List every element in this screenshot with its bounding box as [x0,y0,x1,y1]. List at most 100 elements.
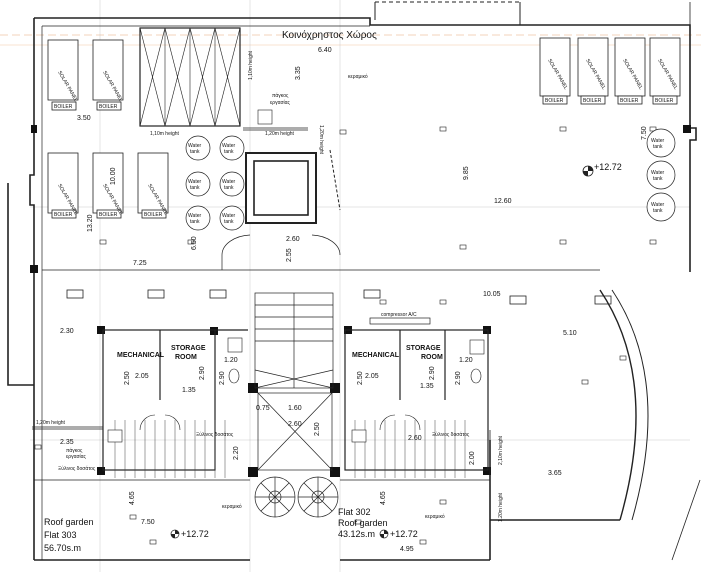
dim-365: 3.65 [548,470,562,477]
tank-work-left-2: εργασίας [66,454,87,460]
dim-465a: 4.65 [129,491,136,505]
dim-335: 3.35 [295,66,302,80]
water-tank-label-3a: Water [188,179,201,185]
height-120-top: 1,20m height [265,131,295,137]
slats [114,420,466,478]
height-110: 1,10m height [150,131,180,137]
dim-160: 1.60 [288,405,302,412]
tank-work-left-1: πάγκος [66,447,83,454]
dim-290d: 2.90 [455,371,462,385]
railing [32,127,491,560]
wc-fixtures [107,109,485,443]
water-tank-label-6b: tank [224,219,234,225]
common-area-label: Κοινόχρηστος Χώρος [282,29,377,41]
boiler-6: BOILER [545,98,564,104]
level-302-text: +12.72 [390,529,418,539]
dim-510: 5.10 [563,330,577,337]
spiral-stairs [254,476,339,518]
flat302-name: Flat 302 [338,507,371,517]
dim-075: 0.75 [256,405,270,412]
water-tank-label-7a: Water [651,138,664,144]
room-storage-right-1: STORAGE [406,345,441,352]
water-tank-label-2b: tank [224,149,234,155]
dim-1260: 12.60 [494,198,512,205]
room-storage-left-1: STORAGE [171,345,206,352]
water-tank-label-7b: tank [653,144,663,150]
dim-120a: 1.20 [224,357,238,364]
dim-250b: 2.50 [357,371,364,385]
dim-1005: 10.05 [483,291,501,298]
dim-205a: 2.05 [135,373,149,380]
wood-frame-right: Ξύλινος δοσάτος [432,431,470,438]
water-tank-label-4b: tank [224,185,234,191]
water-tank-label-6a: Water [222,213,235,219]
height-120-vert: 1,20m height [318,125,324,155]
room-mechanical-left: MECHANICAL [117,352,165,359]
dim-230: 2.30 [60,328,74,335]
dim-250a: 2.50 [124,371,131,385]
dim-1000: 10.00 [110,167,117,185]
height-120-right: 1.20m height [498,492,504,522]
dim-235: 2.35 [60,439,74,446]
flat303-area: 56.70s.m [44,543,81,553]
dim-120b: 1.20 [459,357,473,364]
water-tanks [185,128,676,231]
tank-work-1: πάγκος [272,92,289,99]
boiler-3: BOILER [54,212,73,218]
flat302-garden: Roof garden [338,518,388,528]
dim-135a: 1.35 [182,387,196,394]
dim-750-right: 7.50 [641,126,648,140]
tank-work-2: εργασίας [270,100,291,106]
ceramic-label: κεραμικό [348,73,368,80]
flat303-name: Flat 303 [44,530,77,540]
water-tank-label-3b: tank [190,185,200,191]
lift-core [245,149,341,224]
height-210: 2,10m height [498,435,504,465]
compressor-label: compressor A/C [381,312,417,318]
boiler-9: BOILER [655,98,674,104]
boiler-1: BOILER [54,104,73,110]
columns [30,125,691,477]
edge-lines [671,2,701,561]
dim-220: 2.20 [233,446,240,460]
dim-260a: 2.60 [286,236,300,243]
stair-core [221,234,341,471]
boiler-2: BOILER [99,104,118,110]
level-main-text: +12.72 [594,162,622,172]
dim-290a: 2.90 [199,366,206,380]
solar-panels-left [47,39,169,219]
room-mechanical-right: MECHANICAL [352,352,400,359]
wood-frame-left: Ξύλινος δοσάτος [58,465,96,472]
compressor-unit [369,317,431,325]
dim-650: 6.50 [191,236,198,250]
water-tank-label-1a: Water [188,143,201,149]
water-tank-label-5b: tank [190,219,200,225]
flat302-area: 43.12s.m [338,529,375,539]
room-storage-left-2: ROOM [175,354,197,361]
dim-200a: 2.00 [469,451,476,465]
water-tank-label-4a: Water [222,179,235,185]
water-tank-label-2a: Water [222,143,235,149]
water-tank-label-9b: tank [653,208,663,214]
dim-220-right: 2.60 [408,435,422,442]
boiler-8: BOILER [620,98,639,104]
dim-260b: 2.60 [288,421,302,428]
level-marker-main: +12.72 [582,162,622,177]
wood-frame-mid: Ξύλινος δοσάτος [196,431,234,438]
height-120-left: 1,20m height [36,420,66,426]
level-marker-303: +12.72 [170,529,209,539]
boiler-4: BOILER [99,212,118,218]
water-tank-label-1b: tank [190,149,200,155]
dim-290c: 2.90 [429,366,436,380]
water-tank-label-8b: tank [653,176,663,182]
dim-350: 3.50 [77,115,91,122]
dim-205b: 2.05 [365,373,379,380]
dim-750-bottom: 7.50 [141,519,155,526]
dim-495: 4.95 [400,546,414,553]
dim-250c: 2.50 [314,422,321,436]
solar-panels-right [539,37,681,105]
boiler-7: BOILER [583,98,602,104]
boiler-5: BOILER [144,212,163,218]
ceramic-right: κεραμικό [425,513,445,520]
